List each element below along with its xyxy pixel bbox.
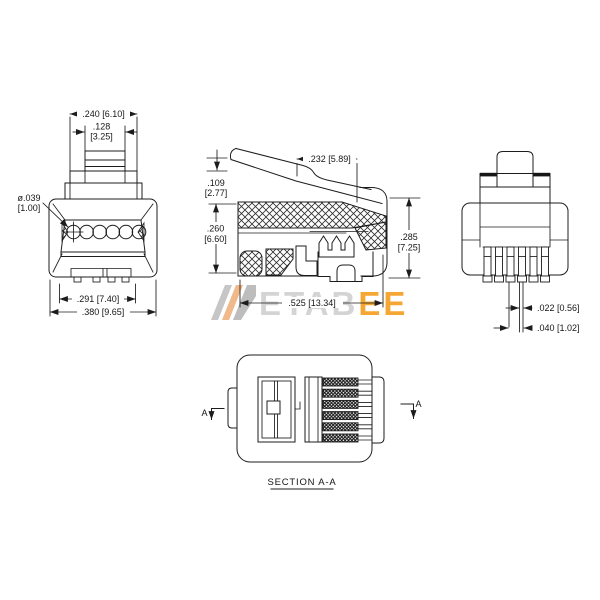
hatched-wedge [354, 221, 387, 251]
dim-text: [6.60] [204, 234, 227, 244]
dim-text: .291 [7.40] [77, 294, 120, 304]
dim-latch-outer: .240 [6.10] [69, 108, 138, 184]
dim-latch-length: .232 [5.89] [296, 153, 358, 203]
dim-text: .380 [9.65] [82, 307, 125, 317]
section-marker-label: A [415, 399, 421, 409]
section-marker-left: A [201, 408, 225, 420]
hatched-top-wall [237, 201, 387, 229]
section-title: SECTION A-A [268, 477, 337, 488]
dim-text: .240 [6.10] [82, 109, 125, 119]
cable-bump [371, 376, 385, 444]
dim-text: .232 [5.89] [308, 154, 351, 164]
dim-text: .022 [0.56] [537, 303, 580, 313]
rear-barrel [359, 187, 388, 277]
shadow-band [480, 172, 497, 177]
dim-text: .109 [207, 178, 225, 188]
dim-contact-span: .291 [7.40] [59, 283, 136, 304]
watermark-slash-icon [211, 285, 232, 320]
contact-prongs [318, 235, 355, 258]
section-marker-label: A [201, 408, 207, 418]
contact-seat [317, 251, 374, 282]
dim-body-length: .525 [13.34] [239, 254, 384, 308]
hook-profile [295, 245, 318, 276]
section-label: SECTION A-A [268, 477, 337, 490]
front-body [48, 198, 158, 283]
latch-lever [229, 147, 383, 205]
rear-body [461, 202, 569, 276]
dim-text: .128 [93, 122, 111, 132]
section-aa-view: A A SECTION A-A [201, 354, 422, 490]
crosshair-icon [63, 221, 84, 243]
front-view: .240 [6.10] .128 [3.25] ø.039 [1.00] .29… [17, 108, 158, 317]
dim-text: .260 [207, 224, 225, 234]
wire-holes [63, 221, 147, 243]
dim-body-width: .380 [9.65] [49, 279, 157, 317]
dim-wire-diameter: ø.039 [1.00] [17, 193, 69, 228]
dim-latch-inner: .128 [3.25] [72, 121, 138, 152]
rear-view: .022 [0.56] .040 [1.02] [461, 151, 580, 333]
dim-contact-pitch: .040 [1.02] [493, 323, 580, 333]
dim-text: [7.25] [398, 243, 421, 253]
dim-text: [2.77] [205, 188, 228, 198]
dim-text: [3.25] [90, 132, 113, 142]
front-latch [64, 150, 143, 200]
inner-carrier [257, 376, 301, 443]
hatched-cable-section [239, 250, 263, 277]
hatched-strain-relief [265, 248, 294, 276]
dim-contact-width: .022 [0.56] [505, 303, 580, 313]
contact-wire-tails [508, 281, 524, 333]
shadow-band [533, 172, 550, 177]
dim-body-height: .260 [6.60] [201, 203, 237, 274]
wire-channels [322, 377, 373, 443]
rear-latch-tab [479, 151, 551, 204]
dim-text: ø.039 [17, 193, 40, 203]
side-section-view: .232 [5.89] .109 [2.77] .260 [6.60] .285… [201, 147, 425, 308]
latch-bump [227, 387, 238, 429]
dim-lever-height: .109 [2.77] [205, 149, 228, 198]
dim-text: [1.00] [18, 203, 41, 213]
dim-text: .040 [1.02] [537, 323, 580, 333]
rear-contact-pins [482, 246, 550, 283]
front-contact-tabs [73, 276, 130, 283]
dim-total-height: .285 [7.25] [388, 197, 425, 279]
corner-hatch [137, 221, 145, 243]
dim-text: .525 [13.34] [288, 298, 336, 308]
section-body [236, 354, 373, 463]
dim-text: .285 [400, 232, 418, 242]
section-marker-right: A [400, 399, 422, 419]
watermark-slash-icon [222, 285, 243, 320]
contact-comb [304, 376, 323, 443]
